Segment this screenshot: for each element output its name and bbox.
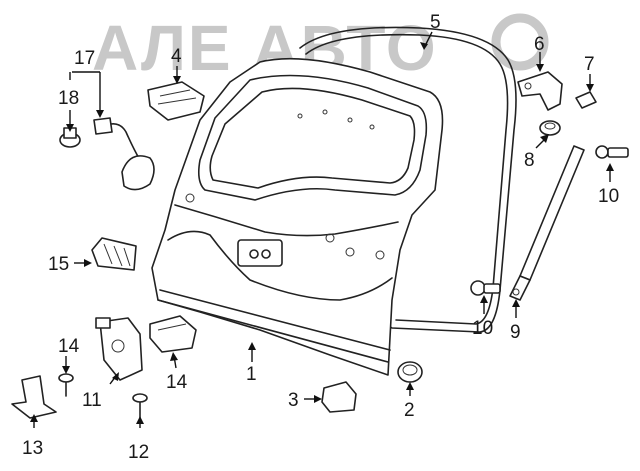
callout-8: 8: [524, 150, 535, 171]
callout-15: 14: [166, 372, 188, 393]
part-15-actuator: [149, 315, 197, 353]
part-13-bracket: [11, 375, 57, 419]
part-3-bumper-block: [321, 381, 357, 413]
part-8-clip: [539, 120, 561, 136]
watermark-ring: [491, 13, 549, 71]
weatherstrip-seal: [299, 26, 517, 333]
part-12-bolt: [132, 393, 148, 419]
callout-2: 2: [404, 400, 415, 421]
callout-3: 3: [288, 390, 299, 411]
callout-11: 11: [82, 390, 102, 411]
callout-12: 12: [128, 442, 149, 463]
callout-10-upper: 10: [598, 186, 619, 207]
callout-labels: 5 4 6 7 8 10 10 9 1 2 3 15 11 14 14 12 1…: [22, 12, 619, 463]
callout-5: 5: [430, 12, 441, 33]
callout-thirteen: 13: [22, 438, 43, 459]
leader-lines: [30, 31, 614, 428]
callout-4: 4: [171, 46, 182, 67]
part-16-cover: [91, 237, 137, 271]
part-9-gas-strut: [509, 145, 585, 301]
callout-14: 14: [58, 336, 80, 357]
callout-16: 15: [48, 254, 69, 275]
callout-6: 6: [534, 34, 545, 55]
part-10-ballstud-upper: [595, 145, 629, 159]
part-18-grommet: [59, 127, 81, 148]
part-2-stopper: [397, 361, 423, 383]
tailgate-panel: [151, 57, 444, 376]
part-11-latch: [95, 317, 143, 381]
part-4-bracket: [147, 81, 205, 121]
part-6-hinge: [517, 71, 563, 111]
part-14-screw: [58, 373, 74, 397]
callout-1: 1: [246, 364, 257, 385]
callout-17: 17: [74, 48, 95, 69]
part-7-bolt: [575, 91, 597, 109]
part-10-ballstud-lower: [470, 280, 501, 296]
callout-9: 9: [510, 322, 521, 343]
part-17-harness: [93, 117, 155, 191]
callout-7: 7: [584, 54, 595, 75]
callout-18: 18: [58, 88, 79, 109]
callout-10-lower: 10: [472, 318, 493, 339]
